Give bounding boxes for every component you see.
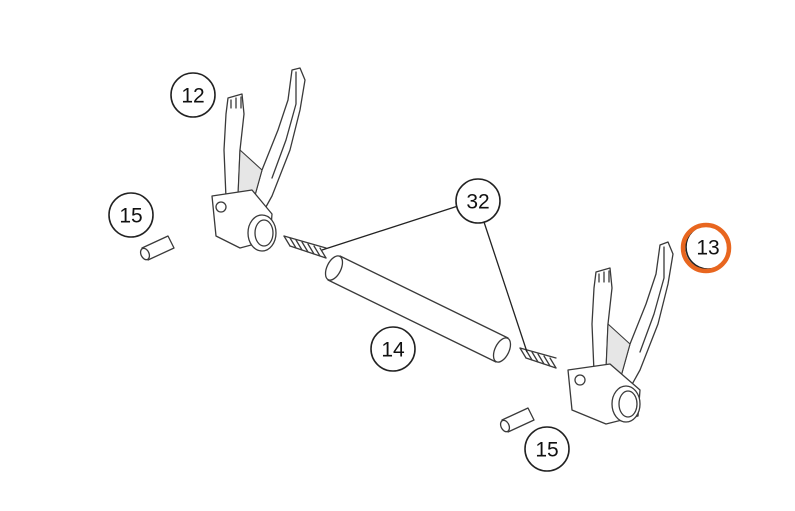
svg-text:13: 13 bbox=[696, 237, 719, 260]
highlight-ring bbox=[680, 222, 732, 274]
svg-text:32: 32 bbox=[466, 191, 489, 214]
svg-text:15: 15 bbox=[119, 205, 142, 228]
pin-right[interactable] bbox=[499, 407, 535, 433]
callout-15-right[interactable]: 15 bbox=[524, 426, 570, 472]
callout-15-left[interactable]: 15 bbox=[108, 192, 154, 238]
leader-line-32-right bbox=[483, 221, 528, 353]
spring-right[interactable] bbox=[519, 347, 557, 369]
svg-text:15: 15 bbox=[535, 439, 558, 462]
callout-14[interactable]: 14 bbox=[370, 326, 416, 372]
spring-left[interactable] bbox=[283, 235, 327, 259]
svg-text:14: 14 bbox=[381, 339, 405, 362]
leader-line-32-left bbox=[321, 205, 459, 251]
pin-left[interactable] bbox=[139, 235, 175, 261]
callout-32[interactable]: 32 bbox=[455, 178, 501, 224]
shift-fork-lower[interactable] bbox=[567, 241, 674, 425]
svg-text:12: 12 bbox=[181, 85, 204, 108]
callout-12[interactable]: 12 bbox=[170, 72, 216, 118]
callout-13-highlighted[interactable]: 13 bbox=[680, 222, 732, 274]
shift-fork-upper[interactable] bbox=[211, 67, 306, 252]
shift-rod[interactable] bbox=[322, 253, 514, 365]
